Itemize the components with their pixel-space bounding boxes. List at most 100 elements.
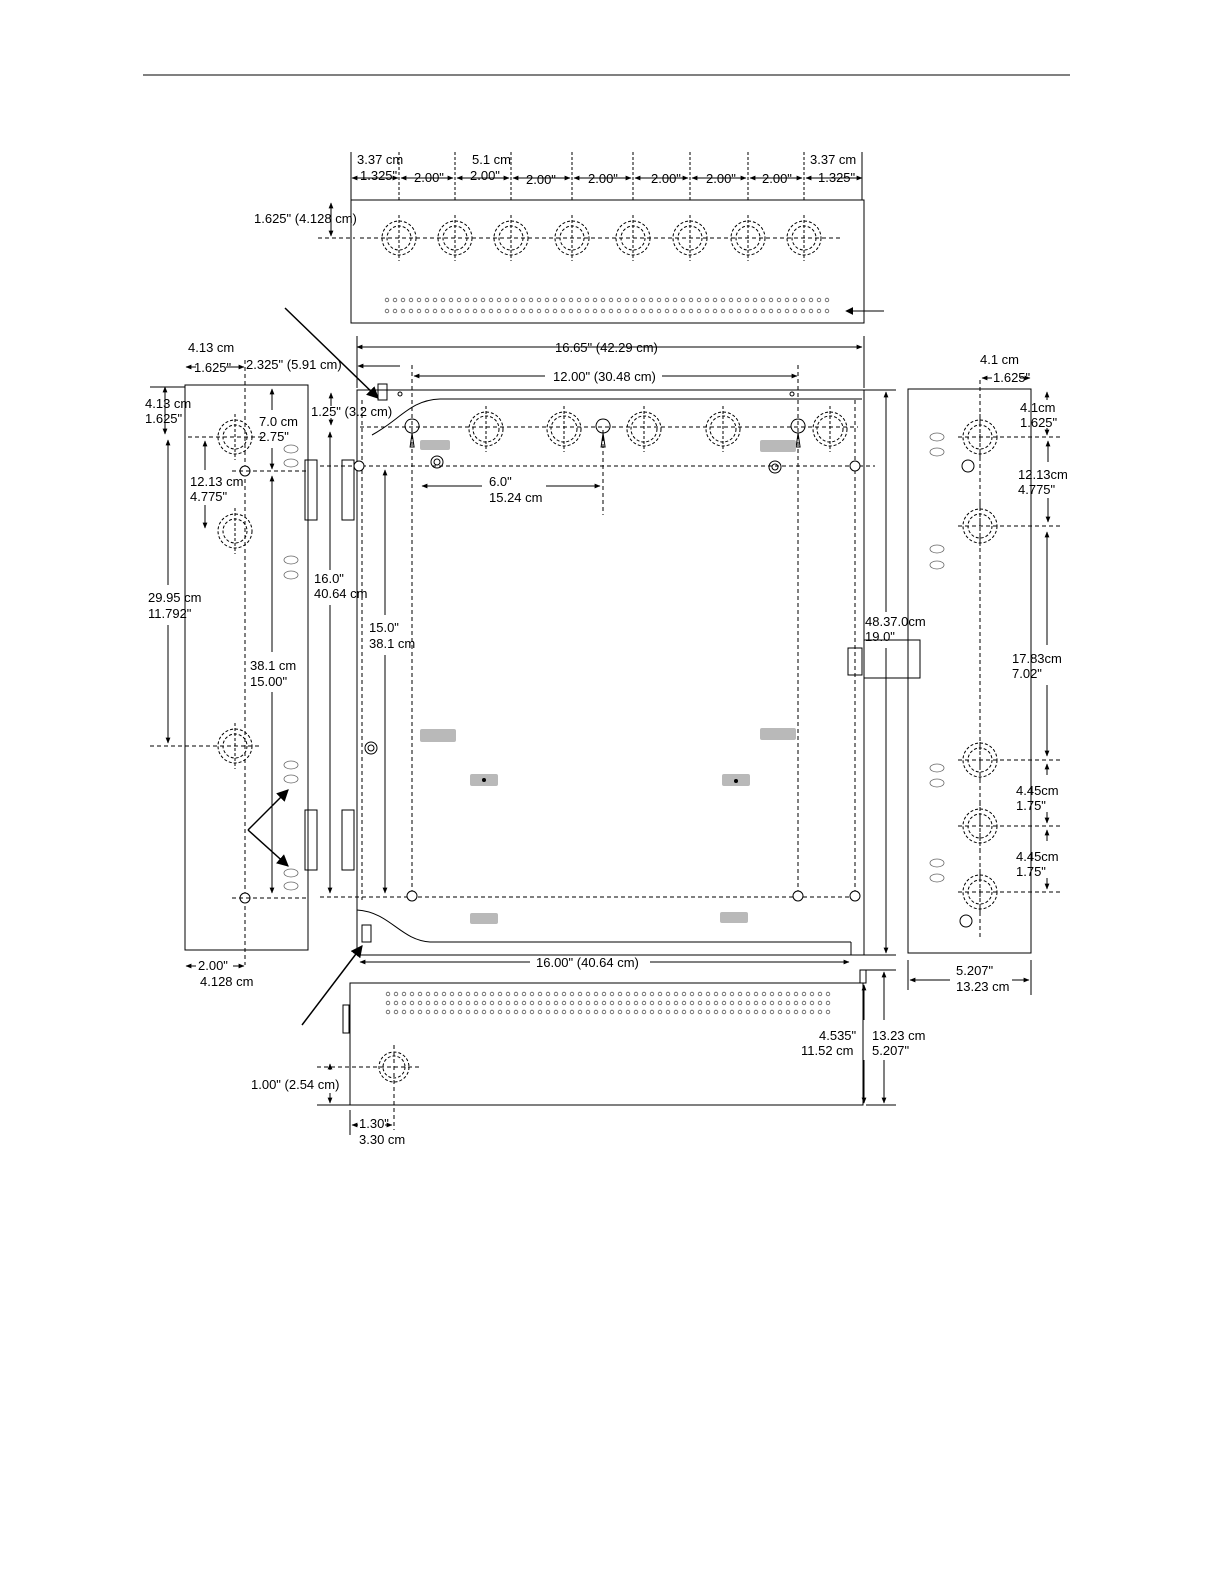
- vent-hole: [753, 1000, 759, 1006]
- bottom-total-in: 5.207": [872, 1043, 910, 1058]
- vent-hole: [769, 1009, 775, 1015]
- vent-hole: [608, 308, 614, 314]
- vent-hole: [577, 1000, 583, 1006]
- vent-hole: [585, 1000, 591, 1006]
- vent-hole: [673, 1000, 679, 1006]
- left-top-cm: 4.13 cm: [188, 340, 234, 355]
- vent-hole: [673, 991, 679, 997]
- vent-hole: [512, 297, 518, 303]
- vent-hole: [512, 308, 518, 314]
- top-spacing-5: 2.00": [651, 171, 681, 186]
- vent-hole: [489, 1000, 495, 1006]
- vent-hole: [424, 297, 430, 303]
- left-vert-cm: 4.13 cm: [145, 396, 191, 411]
- vent-hole: [777, 1009, 783, 1015]
- vent-hole: [729, 1009, 735, 1015]
- vent-hole: [752, 308, 758, 314]
- vent-hole: [721, 1000, 727, 1006]
- vent-hole: [384, 308, 390, 314]
- vent-hole: [648, 297, 654, 303]
- vent-hole: [649, 1000, 655, 1006]
- bottom-ko-off-cm: 3.30 cm: [359, 1132, 405, 1147]
- vent-hole: [768, 297, 774, 303]
- vent-hole: [761, 991, 767, 997]
- vent-hole: [641, 991, 647, 997]
- vent-hole: [392, 308, 398, 314]
- right-v1-cm: 4.1cm: [1020, 400, 1055, 415]
- vent-hole: [744, 297, 750, 303]
- vent-hole: [401, 991, 407, 997]
- right-width-cm: 13.23 cm: [956, 979, 1009, 994]
- vent-hole: [441, 991, 447, 997]
- left-bottom-in: 2.00": [198, 958, 228, 973]
- vent-hole: [584, 308, 590, 314]
- vent-hole: [624, 308, 630, 314]
- vent-hole: [441, 1009, 447, 1015]
- vent-hole: [704, 297, 710, 303]
- slot: [929, 447, 945, 457]
- vent-hole: [664, 297, 670, 303]
- vent-hole: [817, 991, 823, 997]
- slot: [929, 560, 945, 570]
- vent-hole: [705, 991, 711, 997]
- vent-hole: [800, 308, 806, 314]
- vent-hole: [385, 1000, 391, 1006]
- vent-hole: [489, 1009, 495, 1015]
- vent-hole: [553, 1000, 559, 1006]
- slot: [283, 760, 299, 770]
- vent-hole: [417, 1000, 423, 1006]
- vent-hole: [784, 308, 790, 314]
- vent-hole: [529, 991, 535, 997]
- left-top-in: 1.625": [194, 360, 232, 375]
- top-spacing-7: 2.00": [762, 171, 792, 186]
- vent-hole: [793, 991, 799, 997]
- vent-hole: [385, 1009, 391, 1015]
- vent-hole: [481, 991, 487, 997]
- vent-hole: [457, 1009, 463, 1015]
- vent-hole: [560, 308, 566, 314]
- vent-hole: [440, 297, 446, 303]
- vent-hole: [648, 308, 654, 314]
- vent-hole: [721, 1009, 727, 1015]
- vent-hole: [553, 991, 559, 997]
- vent-hole: [513, 1000, 519, 1006]
- vent-hole: [672, 297, 678, 303]
- vent-hole: [496, 297, 502, 303]
- vent-hole: [536, 297, 542, 303]
- front-height-in: 16.0": [314, 571, 344, 586]
- vent-hole: [440, 308, 446, 314]
- vent-hole: [473, 1000, 479, 1006]
- slot: [929, 858, 945, 868]
- vent-hole: [513, 991, 519, 997]
- vent-hole: [720, 297, 726, 303]
- vent-hole: [657, 1000, 663, 1006]
- vent-hole: [785, 1009, 791, 1015]
- right-width-in: 5.207": [956, 963, 994, 978]
- left-span-cm: 38.1 cm: [250, 658, 296, 673]
- vent-hole: [616, 308, 622, 314]
- vent-hole: [769, 991, 775, 997]
- vent-hole: [441, 1000, 447, 1006]
- bottom-ko-off-in: 1.30": [359, 1116, 389, 1131]
- slot: [929, 873, 945, 883]
- left-bottom-cm: 4.128 cm: [200, 974, 253, 989]
- vent-hole: [640, 297, 646, 303]
- front-mount-h-in: 15.0": [369, 620, 399, 635]
- vent-hole: [449, 991, 455, 997]
- vent-hole: [752, 297, 758, 303]
- right-v2-in: 4.775": [1018, 482, 1056, 497]
- vent-hole: [808, 297, 814, 303]
- vent-hole: [585, 1009, 591, 1015]
- front-view: 16.65" (42.29 cm) 12.00" (30.48 cm) 2.32…: [246, 307, 926, 1026]
- top-depth: 1.625" (4.128 cm): [254, 211, 357, 226]
- left-long-in: 11.792": [148, 606, 192, 621]
- bottom-total-cm: 13.23 cm: [872, 1028, 925, 1043]
- right-v3-in: 7.02": [1012, 666, 1042, 681]
- vent-hole: [465, 991, 471, 997]
- vent-hole: [817, 1000, 823, 1006]
- vent-hole: [753, 991, 759, 997]
- vent-hole: [528, 297, 534, 303]
- vent-hole: [424, 308, 430, 314]
- vent-hole: [393, 991, 399, 997]
- vent-hole: [384, 297, 390, 303]
